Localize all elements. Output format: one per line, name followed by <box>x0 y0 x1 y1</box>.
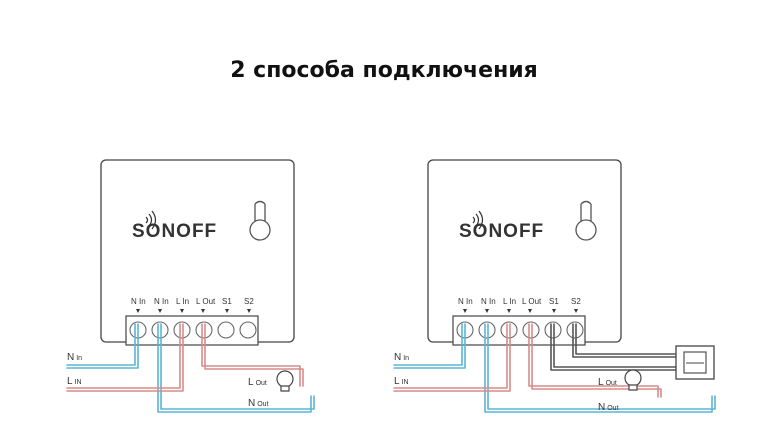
label-n-out-sub: Out <box>257 401 268 408</box>
svg-text:LIN: LIN <box>67 376 82 387</box>
diagram-without-switch: SONOFF N In N In L In L Out S1 S2 <box>66 159 315 413</box>
wire-n-in <box>393 323 466 369</box>
label-l-in-sub: IN <box>75 379 82 386</box>
terminal-label-n-in-2: N In <box>481 297 496 306</box>
svg-text:NIn: NIn <box>67 352 82 363</box>
wire-l-out <box>528 323 662 398</box>
device-body <box>100 159 295 343</box>
hanger-icon <box>249 200 271 241</box>
wire-s2 <box>572 323 677 358</box>
brand-logo: SONOFF <box>132 221 217 242</box>
terminal-label-n-in: N In <box>131 297 146 306</box>
wall-switch-icon <box>675 345 715 380</box>
wire-l-in <box>66 323 184 392</box>
terminal-block <box>125 315 259 346</box>
label-n-in: N <box>394 352 401 363</box>
label-n-out: N <box>248 398 255 409</box>
wifi-icon <box>145 210 157 230</box>
page-title: 2 способа подключения <box>230 58 538 83</box>
terminal-screws <box>456 321 584 339</box>
terminal-label-n-in: N In <box>458 297 473 306</box>
terminal-screws <box>129 321 257 339</box>
terminal-label-l-in: L In <box>503 297 516 306</box>
light-bulb-icon <box>276 370 294 392</box>
label-n-out: N <box>598 402 605 413</box>
light-bulb-icon <box>624 369 642 391</box>
terminal-label-s2: S2 <box>244 297 254 306</box>
terminal-arrows <box>136 309 251 313</box>
terminal-label-s2: S2 <box>571 297 581 306</box>
wire-n-in <box>66 323 139 369</box>
terminal-label-s1: S1 <box>222 297 232 306</box>
label-n-in-sub: In <box>403 355 409 362</box>
label-l-in-sub: IN <box>402 379 409 386</box>
hanger-icon <box>575 200 597 241</box>
terminal-label-s1: S1 <box>549 297 559 306</box>
label-n-in: N <box>67 352 74 363</box>
terminal-label-l-out: L Out <box>522 297 542 306</box>
device-body <box>427 159 622 343</box>
wire-l-in <box>393 323 511 392</box>
terminal-arrows <box>463 309 578 313</box>
terminal-label-n-in-2: N In <box>154 297 169 306</box>
terminal-label-l-out: L Out <box>196 297 216 306</box>
svg-text:NIn: NIn <box>394 352 409 363</box>
terminal-block <box>452 315 586 346</box>
brand-logo: SONOFF <box>459 221 544 242</box>
label-l-in: L <box>394 376 400 387</box>
label-l-out: L <box>248 377 254 388</box>
diagram-with-switch: SONOFF N In N In L In L Out S1 S2 <box>393 159 716 413</box>
wire-n-out <box>157 323 315 413</box>
label-l-out-sub: Out <box>606 380 617 387</box>
label-n-out-sub: Out <box>607 405 618 412</box>
label-l-out: L <box>598 377 604 388</box>
label-n-in-sub: In <box>76 355 82 362</box>
label-l-out-sub: Out <box>256 380 267 387</box>
svg-text:LIN: LIN <box>394 376 409 387</box>
wire-l-out <box>201 323 304 387</box>
terminal-label-l-in: L In <box>176 297 189 306</box>
label-l-in: L <box>67 376 73 387</box>
wifi-icon <box>472 210 484 230</box>
wire-n-out <box>484 323 716 413</box>
